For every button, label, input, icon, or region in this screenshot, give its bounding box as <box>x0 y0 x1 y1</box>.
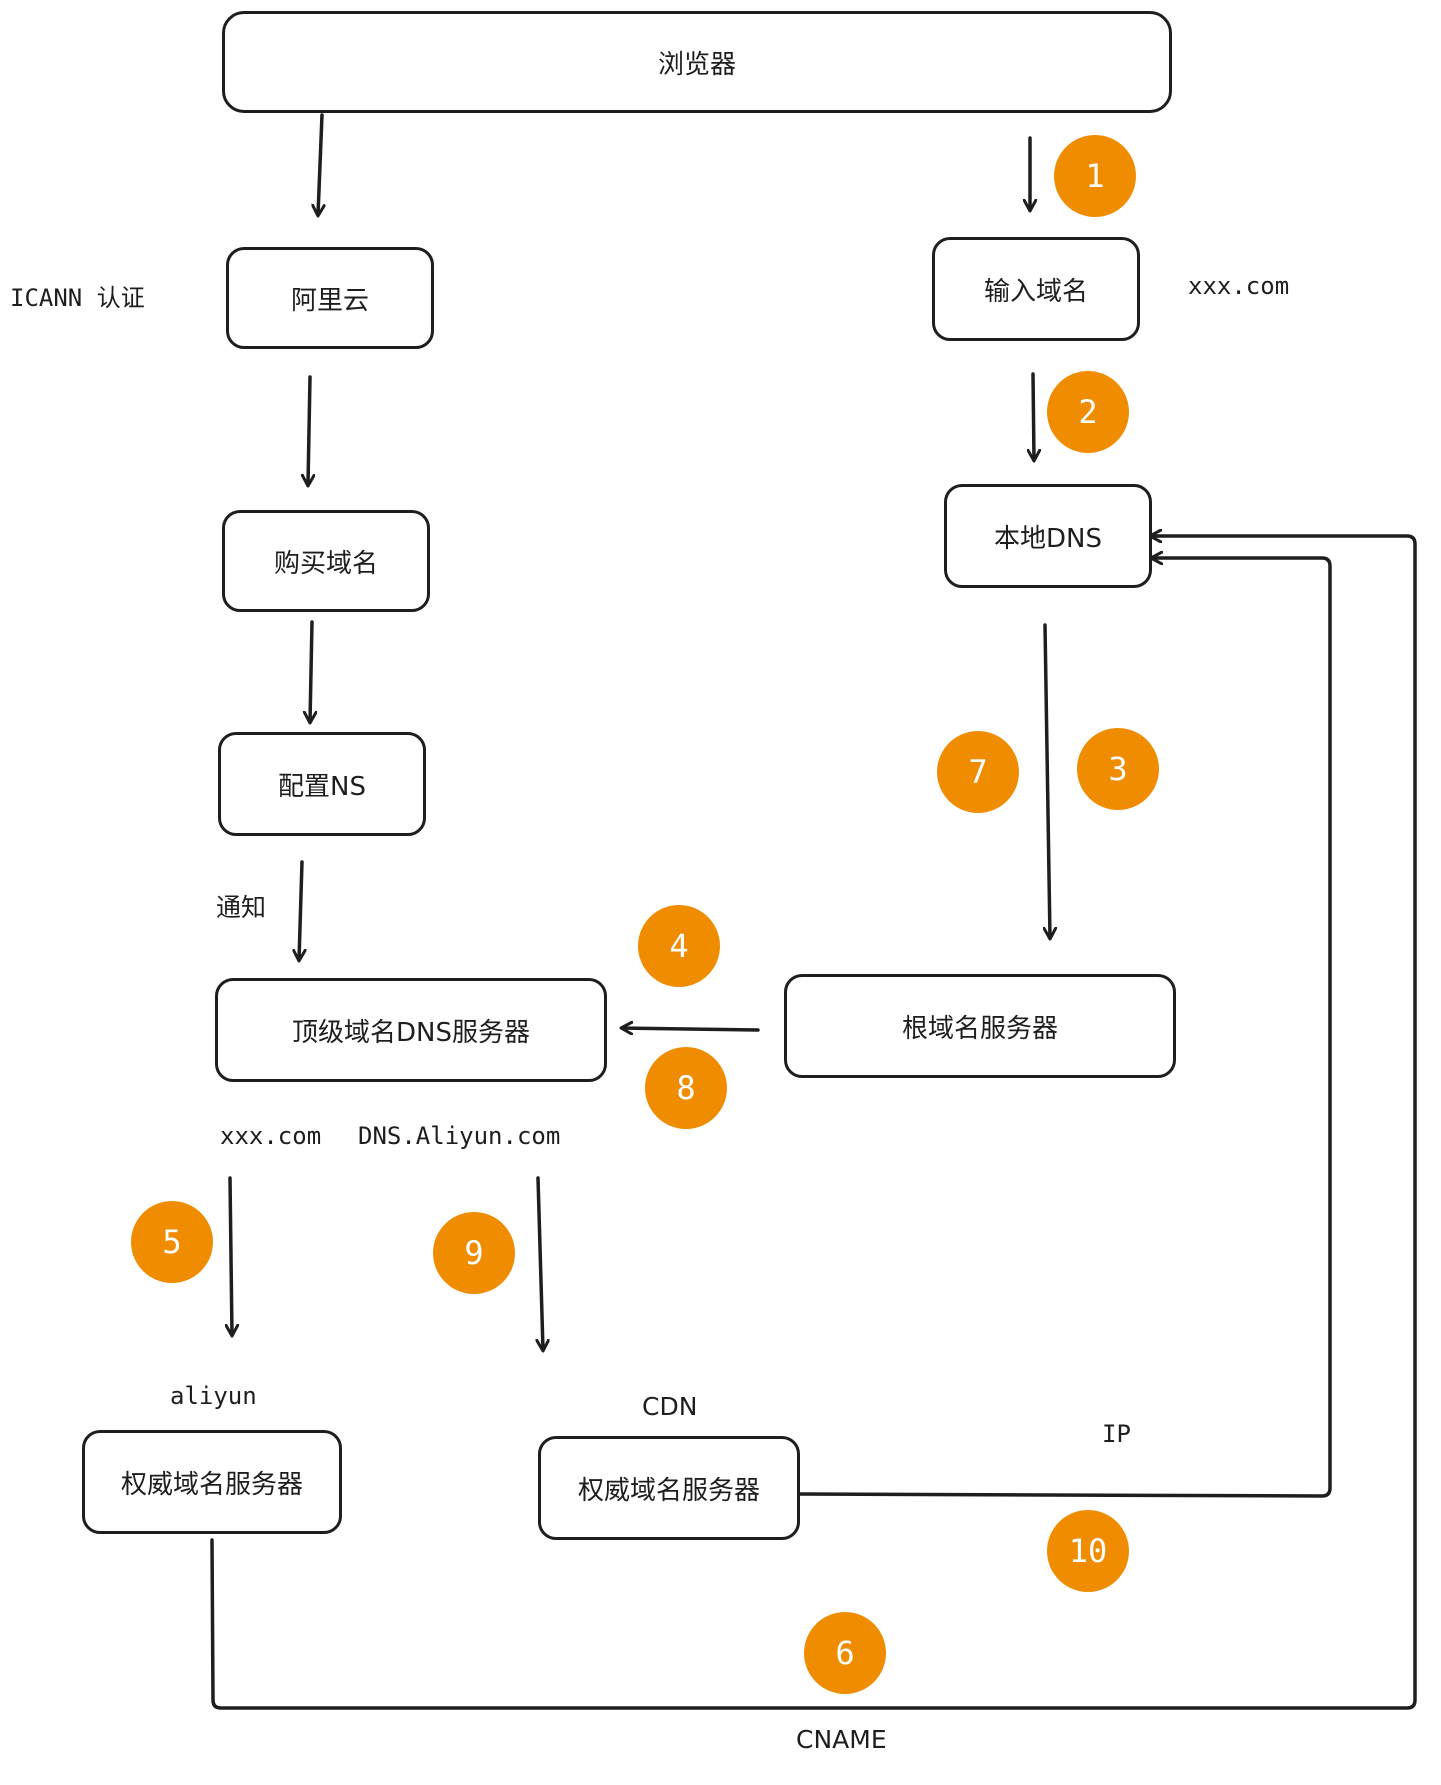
buy-domain-label: 购买域名 <box>273 548 378 579</box>
arrow-input-to-local <box>1033 372 1034 460</box>
browser-label: 浏览器 <box>657 49 736 80</box>
path-ip-return <box>798 558 1332 1498</box>
dns-aliyun-label: DNS.Aliyun.com <box>358 1122 561 1150</box>
config-ns-box: 配置NS <box>218 732 426 836</box>
browser-box: 浏览器 <box>222 11 1172 113</box>
step-badge-6: 6 <box>804 1612 886 1694</box>
step-badge-8: 8 <box>645 1047 727 1129</box>
arrow-tld-to-auth-aliyun <box>230 1176 232 1335</box>
local-dns-box: 本地DNS <box>944 484 1152 588</box>
local-dns-label: 本地DNS <box>994 523 1102 554</box>
ip-label: IP <box>1102 1420 1131 1448</box>
arrow-aliyun-to-buy <box>308 375 310 485</box>
input-domain-box: 输入域名 <box>932 237 1140 341</box>
config-ns-label: 配置NS <box>278 771 366 802</box>
arrow-config-to-tld <box>299 860 302 960</box>
auth-server-cdn-label: 权威域名服务器 <box>577 1475 760 1506</box>
root-server-label: 根域名服务器 <box>901 1013 1058 1044</box>
step-badge-5: 5 <box>131 1201 213 1283</box>
auth-server-cdn-box: 权威域名服务器 <box>538 1436 800 1540</box>
tld-dns-label: 顶级域名DNS服务器 <box>292 1017 530 1048</box>
step-badge-10: 10 <box>1047 1510 1129 1592</box>
step-badge-9: 9 <box>433 1212 515 1294</box>
arrow-tld-to-auth-cdn <box>538 1176 543 1350</box>
buy-domain-box: 购买域名 <box>222 510 430 612</box>
notify-label: 通知 <box>216 893 267 922</box>
auth-server-aliyun-label: 权威域名服务器 <box>120 1469 303 1500</box>
icann-label: ICANN 认证 <box>10 284 145 312</box>
arrow-browser-to-aliyun <box>318 113 322 215</box>
step-badge-4: 4 <box>638 905 720 987</box>
step-badge-3: 3 <box>1077 728 1159 810</box>
arrow-local-to-root <box>1045 623 1050 938</box>
xxx-com-bottom-label: xxx.com <box>220 1122 322 1150</box>
step-badge-1: 1 <box>1054 135 1136 217</box>
xxx-com-right-label: xxx.com <box>1188 272 1290 300</box>
input-domain-label: 输入域名 <box>983 276 1088 307</box>
path-cname-return <box>210 536 1417 1710</box>
aliyun-label: 阿里云 <box>290 285 369 316</box>
arrow-buy-to-config <box>310 620 312 722</box>
step-badge-7: 7 <box>937 731 1019 813</box>
tld-dns-box: 顶级域名DNS服务器 <box>215 978 607 1082</box>
arrow-root-to-tld <box>622 1028 760 1030</box>
aliyun-text-label: aliyun <box>170 1382 257 1410</box>
step-badge-2: 2 <box>1047 371 1129 453</box>
auth-server-aliyun-box: 权威域名服务器 <box>82 1430 342 1534</box>
root-server-box: 根域名服务器 <box>784 974 1176 1078</box>
cdn-label: CDN <box>642 1392 698 1421</box>
cname-label: CNAME <box>796 1725 887 1754</box>
aliyun-box: 阿里云 <box>226 247 434 349</box>
